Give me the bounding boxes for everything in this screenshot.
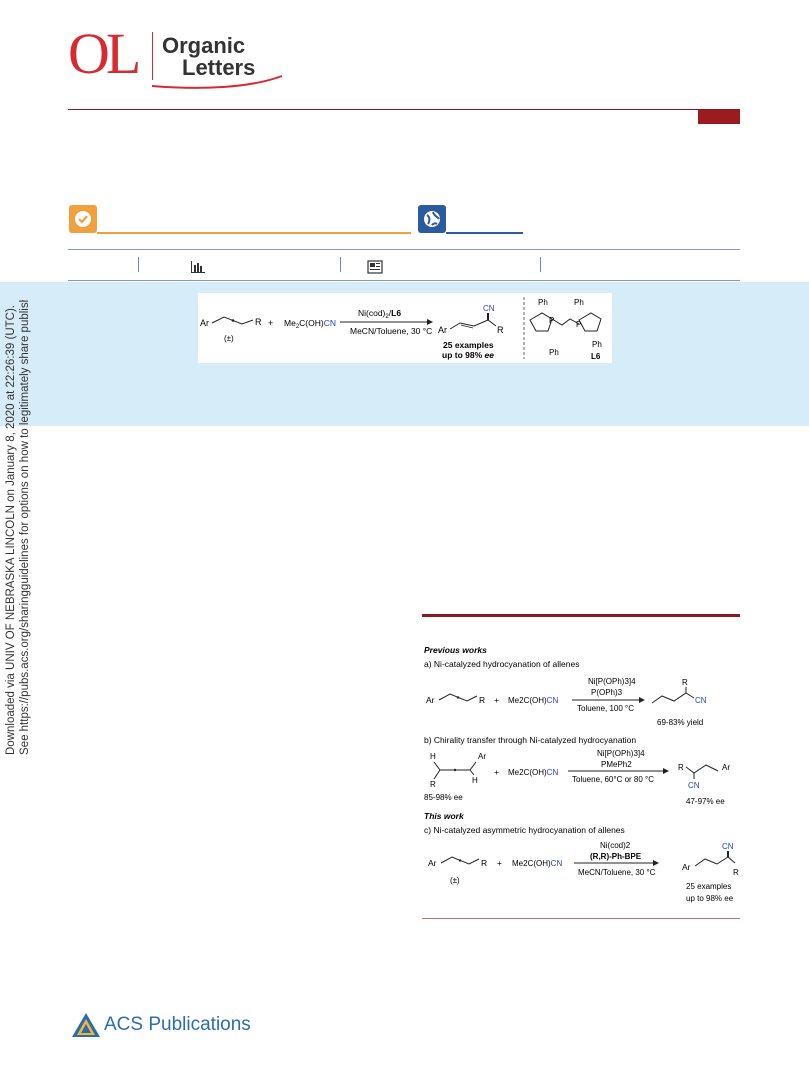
download-line1: Downloaded via UNIV OF NEBRASKA LINCOLN … <box>5 305 17 755</box>
scheme-b-r: R <box>430 780 436 789</box>
scheme-a-r: R <box>479 695 485 705</box>
scheme-c-examples: 25 examples <box>686 882 731 891</box>
scheme-a-prod-cn: CN <box>695 696 707 705</box>
journal-name-line2: Letters <box>182 55 256 80</box>
metrics-separator <box>340 257 341 272</box>
scheme-a-catalyst: Ni[P(OPh)3]4 <box>588 677 636 686</box>
publisher-name[interactable]: ACS Publications <box>104 1014 251 1035</box>
scheme-b-plus: + <box>494 767 499 777</box>
scheme-c-reagent: Me2C(OH)CN <box>512 859 562 868</box>
toc-ligand-ph: Ph <box>549 348 559 357</box>
scheme-a-label: a) Ni-catalyzed hydrocyanation of allene… <box>424 659 579 669</box>
scheme-a-yield: 69-83% yield <box>657 718 703 727</box>
scheme-b-sm-ee: 85-98% ee <box>424 793 463 802</box>
metrics-separator <box>540 257 541 272</box>
scheme-a-ligand: P(OPh)3 <box>591 688 623 697</box>
globe-badge[interactable] <box>418 205 446 233</box>
toc-conditions: MeCN/Toluene, 30 °C <box>350 326 432 336</box>
scheme-c-r: R <box>481 858 487 868</box>
metrics-separator <box>138 257 139 272</box>
scheme-b-h2: H <box>472 776 478 785</box>
toc-reagent: Me2C(OH)CN <box>284 318 336 330</box>
journal-name-line1: Organic <box>162 33 246 58</box>
cite-bar <box>97 232 411 234</box>
scheme-c-ar: Ar <box>428 858 437 868</box>
check-circle-icon <box>75 211 91 227</box>
scheme-b-prod-cn: CN <box>688 781 700 790</box>
scheme-a-reagent: Me2C(OH)CN <box>508 696 558 705</box>
scheme-c-label: c) Ni-catalyzed asymmetric hydrocyanatio… <box>424 825 625 835</box>
toc-reactant-r: R <box>255 317 262 327</box>
scheme-c-prod-r: R <box>733 868 739 877</box>
metrics-bar-chart-icon[interactable] <box>190 260 206 274</box>
logo-divider <box>152 32 153 80</box>
scheme-previous-heading: Previous works <box>424 645 487 655</box>
toc-ligand-p: P <box>576 320 581 329</box>
toc-product-r: R <box>497 325 504 335</box>
metrics-rule-top <box>68 249 740 250</box>
scheme-b-prod-r: R <box>678 763 684 772</box>
logo-swoosh <box>151 75 283 89</box>
download-sidebar: Downloaded via UNIV OF NEBRASKA LINCOLN … <box>5 300 31 755</box>
toc-racemic: (±) <box>224 334 234 343</box>
scheme-1: Previous works a) Ni-catalyzed hydrocyan… <box>422 645 742 909</box>
toc-ligand-ph: Ph <box>592 340 602 349</box>
scheme-c-prod-ar: Ar <box>682 862 691 872</box>
scheme-b-conditions: Toluene, 60°C or 80 °C <box>572 775 654 784</box>
toc-product-cn: CN <box>483 304 495 313</box>
scheme-c-conditions: MeCN/Toluene, 30 °C <box>578 868 656 877</box>
toc-ligand-ph: Ph <box>574 298 584 307</box>
letter-type-block <box>698 110 740 124</box>
toc-ligand-ph: Ph <box>538 298 548 307</box>
scheme-b-ar: Ar <box>478 752 486 761</box>
access-bar <box>446 232 523 234</box>
scheme-this-heading: This work <box>424 811 465 821</box>
article-recommendations-icon[interactable] <box>367 260 383 274</box>
acs-logo-icon[interactable] <box>70 1011 102 1039</box>
scheme-c-ee: up to 98% ee <box>686 894 734 903</box>
journal-logo-ol[interactable]: OL <box>68 21 141 86</box>
scheme-b-reagent: Me2C(OH)CN <box>508 768 558 777</box>
scheme-b-prod-ar: Ar <box>722 763 730 772</box>
toc-ligand-p: P <box>549 316 554 325</box>
scheme-a-prod-r: R <box>682 678 688 687</box>
scheme-b-prod-ee: 47-97% ee <box>686 797 725 806</box>
check-badge[interactable] <box>69 205 97 233</box>
scheme-c-prod-cn: CN <box>722 842 734 851</box>
scheme-b-catalyst: Ni[P(OPh)3]4 <box>597 749 645 758</box>
scheme-a-conditions: Toluene, 100 °C <box>577 704 634 713</box>
toc-ligand-label: L6 <box>591 352 601 361</box>
scheme-a-ar: Ar <box>426 695 435 705</box>
scheme-c-catalyst: Ni(cod)2 <box>600 841 631 850</box>
toc-examples: 25 examples <box>443 340 494 350</box>
header-rule <box>68 109 740 110</box>
toc-ee: up to 98% ee <box>442 350 494 360</box>
globe-icon <box>424 211 440 227</box>
scheme-b-label: b) Chirality transfer through Ni-catalyz… <box>424 735 636 745</box>
scheme-b-h: H <box>430 752 436 761</box>
scheme-a-plus: + <box>494 695 499 705</box>
scheme-c-plus: + <box>497 858 502 868</box>
scheme-b-ligand: PMePh2 <box>601 760 632 769</box>
toc-plus: + <box>268 318 273 328</box>
metrics-rule-bottom <box>68 280 740 281</box>
scheme-bottom-rule <box>422 918 740 919</box>
toc-graphic[interactable]: Ar R (±) + Me2C(OH)CN Ni(cod)2/L6 MeCN/T… <box>198 293 612 363</box>
scheme-c-ligand: (R,R)-Ph-BPE <box>590 852 642 861</box>
toc-catalyst: Ni(cod)2/L6 <box>358 308 401 320</box>
section-rule <box>422 614 740 617</box>
toc-reactant-ar: Ar <box>200 318 209 328</box>
scheme-c-racemic: (±) <box>450 876 460 885</box>
download-line2: See https://pubs.acs.org/sharingguidelin… <box>19 300 31 755</box>
toc-product-ar: Ar <box>438 325 447 335</box>
